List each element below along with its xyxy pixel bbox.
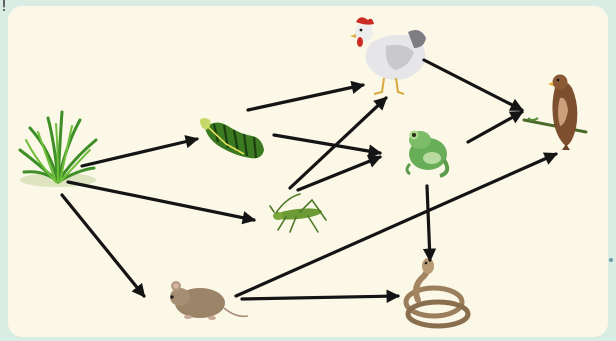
arrow-hen-to-hawk: [424, 60, 522, 110]
arrow-mouse-to-hawk: [236, 154, 556, 296]
grass-icon: [20, 112, 96, 187]
arrow-caterpillar-to-hen: [248, 85, 363, 110]
caterpillar-icon: [200, 118, 264, 158]
arrow-grass-to-mouse: [62, 195, 144, 296]
arrows-group: [62, 60, 556, 299]
arrow-frog-to-snake: [427, 186, 430, 260]
arrow-frog-to-hawk: [468, 112, 522, 142]
arrow-grass-to-grasshopper: [68, 182, 254, 220]
arrow-grass-to-caterpillar: [82, 139, 197, 166]
arrow-grasshopper-to-frog: [298, 157, 380, 190]
grasshopper-icon: [270, 194, 326, 232]
arrow-caterpillar-to-frog: [274, 135, 380, 153]
hawk-icon: [524, 75, 586, 151]
hen-icon: [350, 17, 426, 94]
arrow-mouse-to-snake: [242, 296, 398, 299]
frog-icon: [407, 131, 447, 177]
snake-icon: [406, 258, 468, 326]
mouse-icon: [170, 281, 248, 320]
